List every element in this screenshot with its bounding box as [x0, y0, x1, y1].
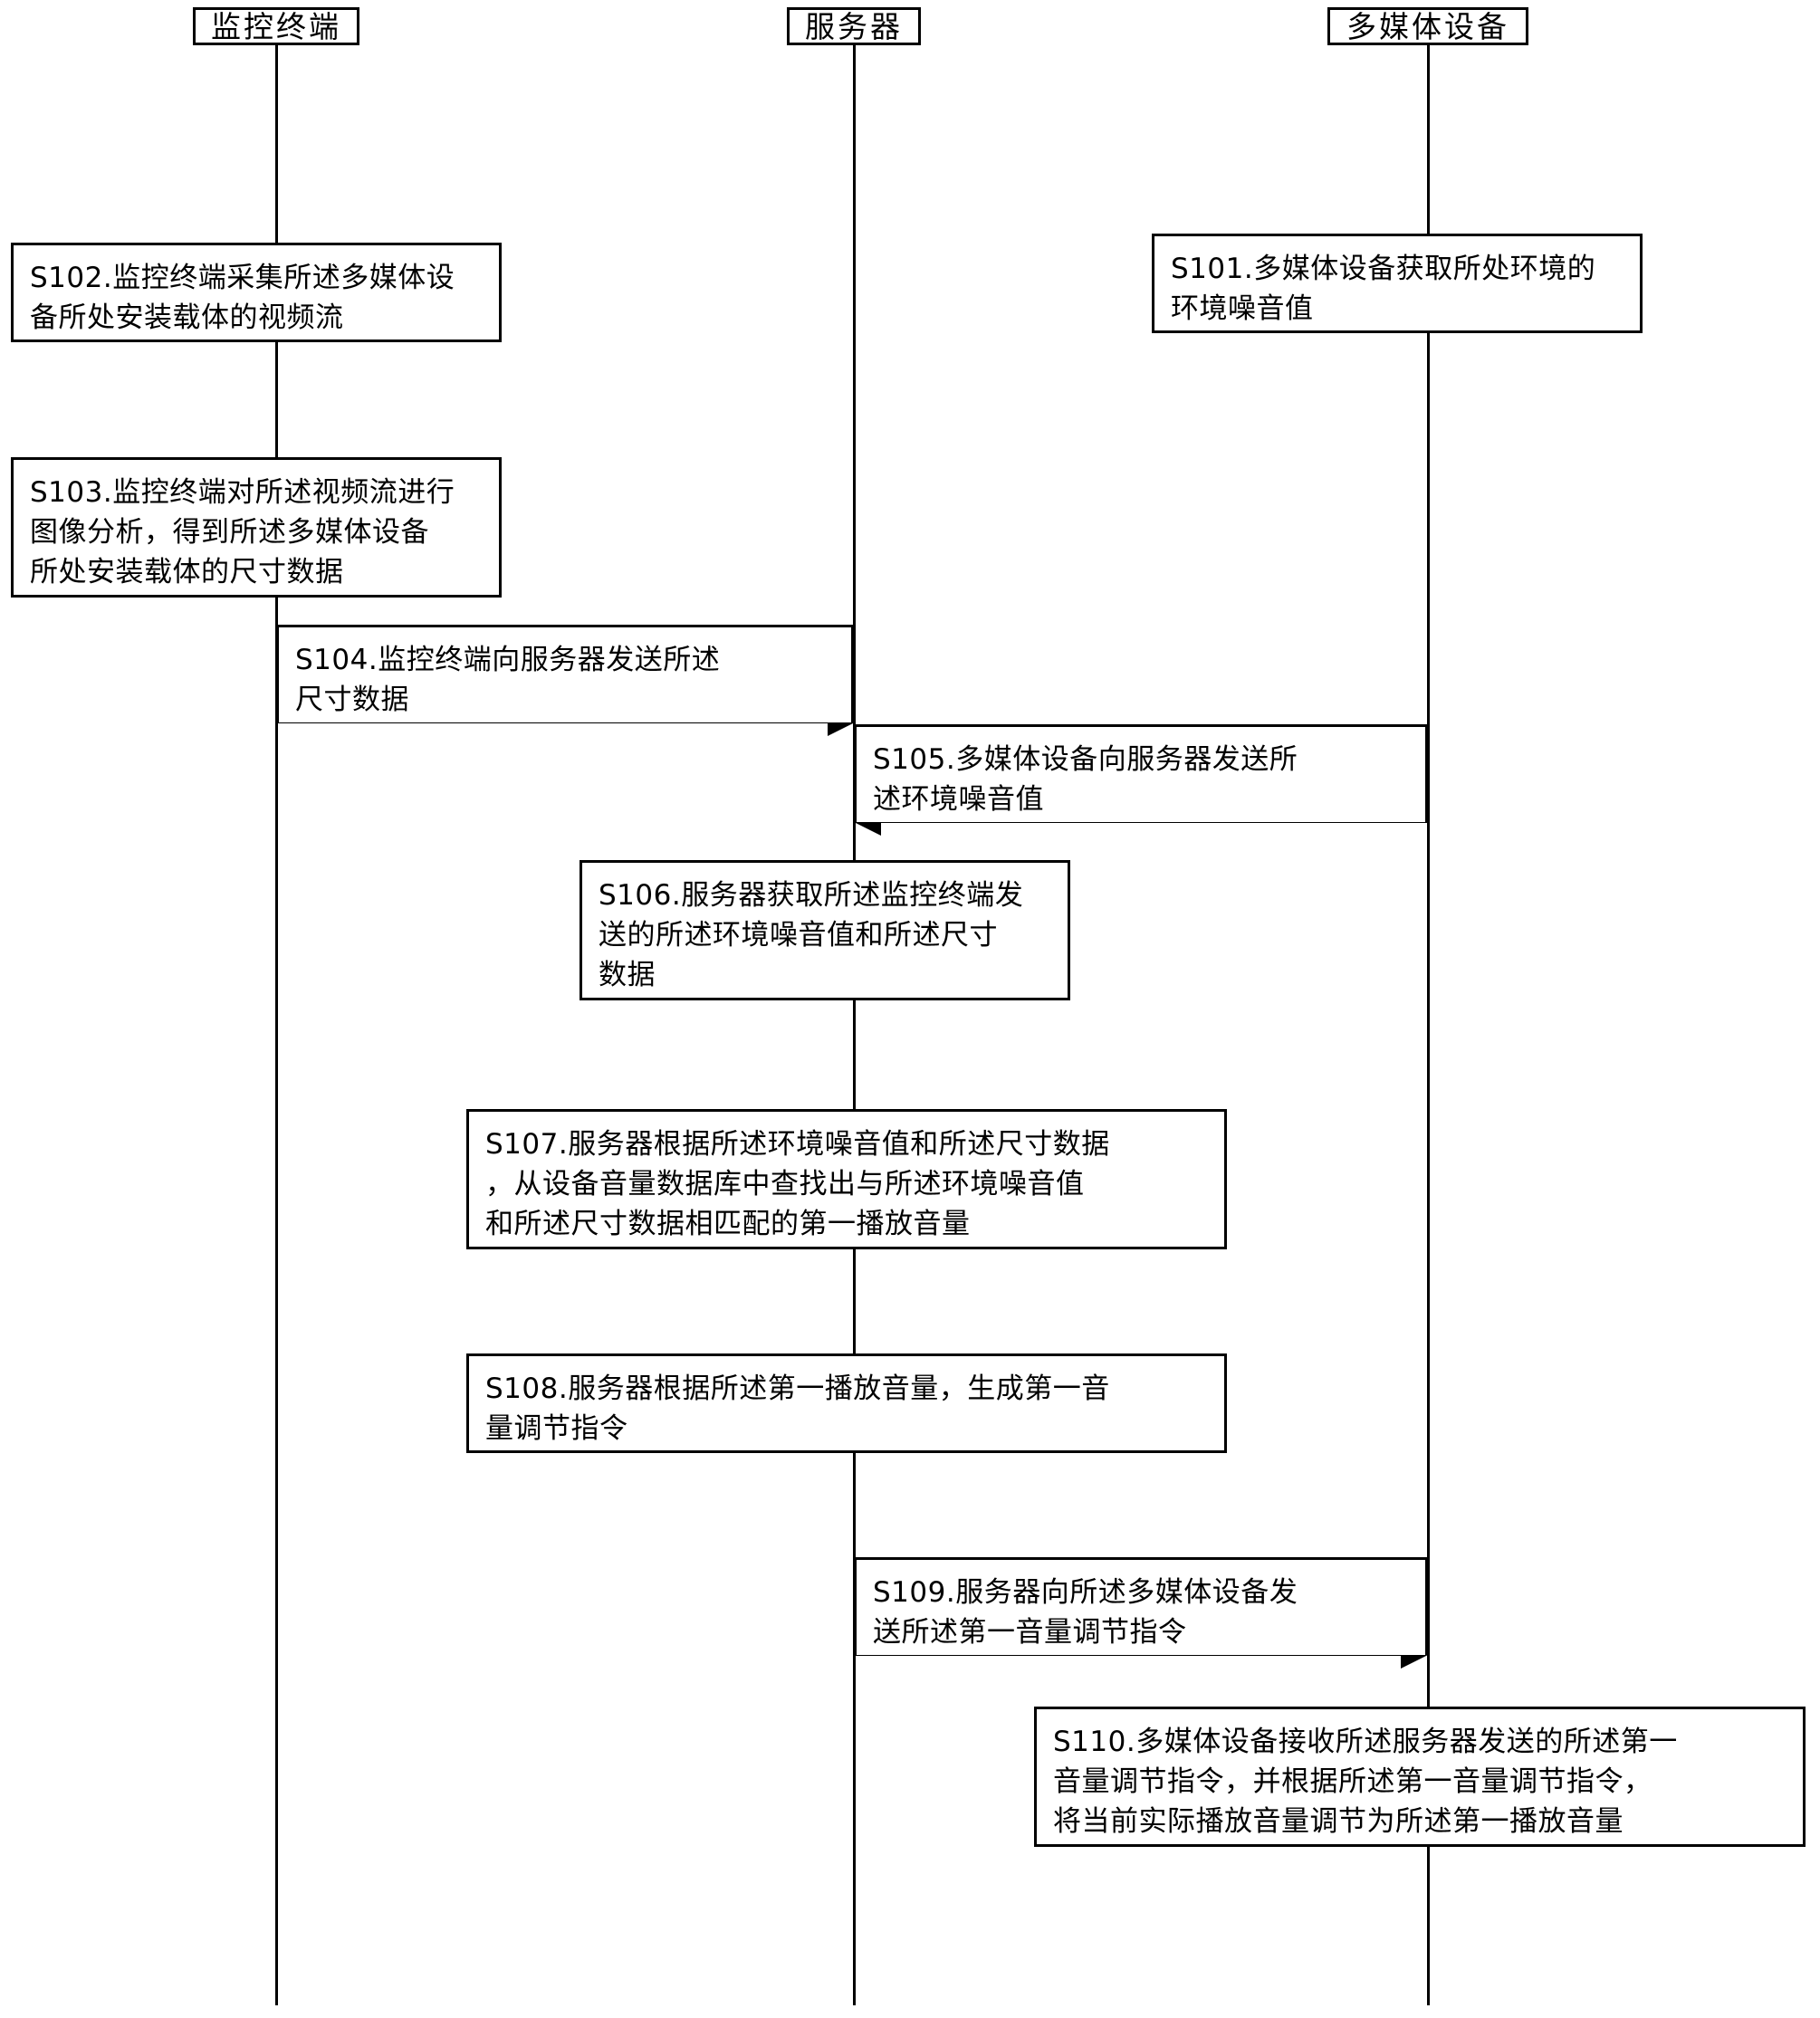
step-text-s104: S104.监控终端向服务器发送所述 尺寸数据	[295, 644, 721, 717]
step-text-s107: S107.服务器根据所述环境噪音值和所述尺寸数据 ，从设备音量数据库中查找出与所…	[485, 1128, 1110, 1241]
step-box-s109[interactable]: S109.服务器向所述多媒体设备发 送所述第一音量调节指令	[854, 1557, 1428, 1655]
step-box-s107[interactable]: S107.服务器根据所述环境噪音值和所述尺寸数据 ，从设备音量数据库中查找出与所…	[466, 1109, 1227, 1249]
step-box-s105[interactable]: S105.多媒体设备向服务器发送所 述环境噪音值	[854, 724, 1428, 822]
actor-box-multimedia-device[interactable]: 多媒体设备	[1327, 7, 1528, 45]
step-box-s103[interactable]: S103.监控终端对所述视频流进行 图像分析，得到所述多媒体设备 所处安装载体的…	[11, 457, 502, 598]
actor-box-monitor-terminal[interactable]: 监控终端	[193, 7, 359, 45]
step-text-s103: S103.监控终端对所述视频流进行 图像分析，得到所述多媒体设备 所处安装载体的…	[30, 476, 455, 589]
actor-box-server[interactable]: 服务器	[787, 7, 921, 45]
actor-label-monitor-terminal: 监控终端	[211, 8, 341, 44]
step-text-s101: S101.多媒体设备获取所处环境的 环境噪音值	[1171, 253, 1596, 326]
step-box-s106[interactable]: S106.服务器获取所述监控终端发 送的所述环境噪音值和所述尺寸 数据	[580, 860, 1070, 1000]
step-box-s108[interactable]: S108.服务器根据所述第一播放音量，生成第一音 量调节指令	[466, 1353, 1227, 1453]
lifeline-server	[853, 43, 856, 2005]
step-text-s110: S110.多媒体设备接收所述服务器发送的所述第一 音量调节指令，并根据所述第一音…	[1053, 1726, 1678, 1839]
lifeline-multimedia-device	[1427, 43, 1430, 2005]
step-box-s101[interactable]: S101.多媒体设备获取所处环境的 环境噪音值	[1152, 234, 1643, 333]
step-text-s109: S109.服务器向所述多媒体设备发 送所述第一音量调节指令	[873, 1576, 1298, 1650]
step-box-s110[interactable]: S110.多媒体设备接收所述服务器发送的所述第一 音量调节指令，并根据所述第一音…	[1034, 1707, 1806, 1847]
step-text-s105: S105.多媒体设备向服务器发送所 述环境噪音值	[873, 743, 1298, 817]
step-text-s102: S102.监控终端采集所述多媒体设 备所处安装载体的视频流	[30, 262, 455, 335]
step-box-s104[interactable]: S104.监控终端向服务器发送所述 尺寸数据	[276, 625, 854, 722]
actor-label-multimedia-device: 多媒体设备	[1346, 8, 1509, 44]
step-box-s102[interactable]: S102.监控终端采集所述多媒体设 备所处安装载体的视频流	[11, 243, 502, 342]
step-text-s108: S108.服务器根据所述第一播放音量，生成第一音 量调节指令	[485, 1372, 1110, 1446]
actor-label-server: 服务器	[805, 8, 903, 44]
step-text-s106: S106.服务器获取所述监控终端发 送的所述环境噪音值和所述尺寸 数据	[599, 879, 1024, 992]
lifeline-monitor-terminal	[275, 43, 278, 2005]
